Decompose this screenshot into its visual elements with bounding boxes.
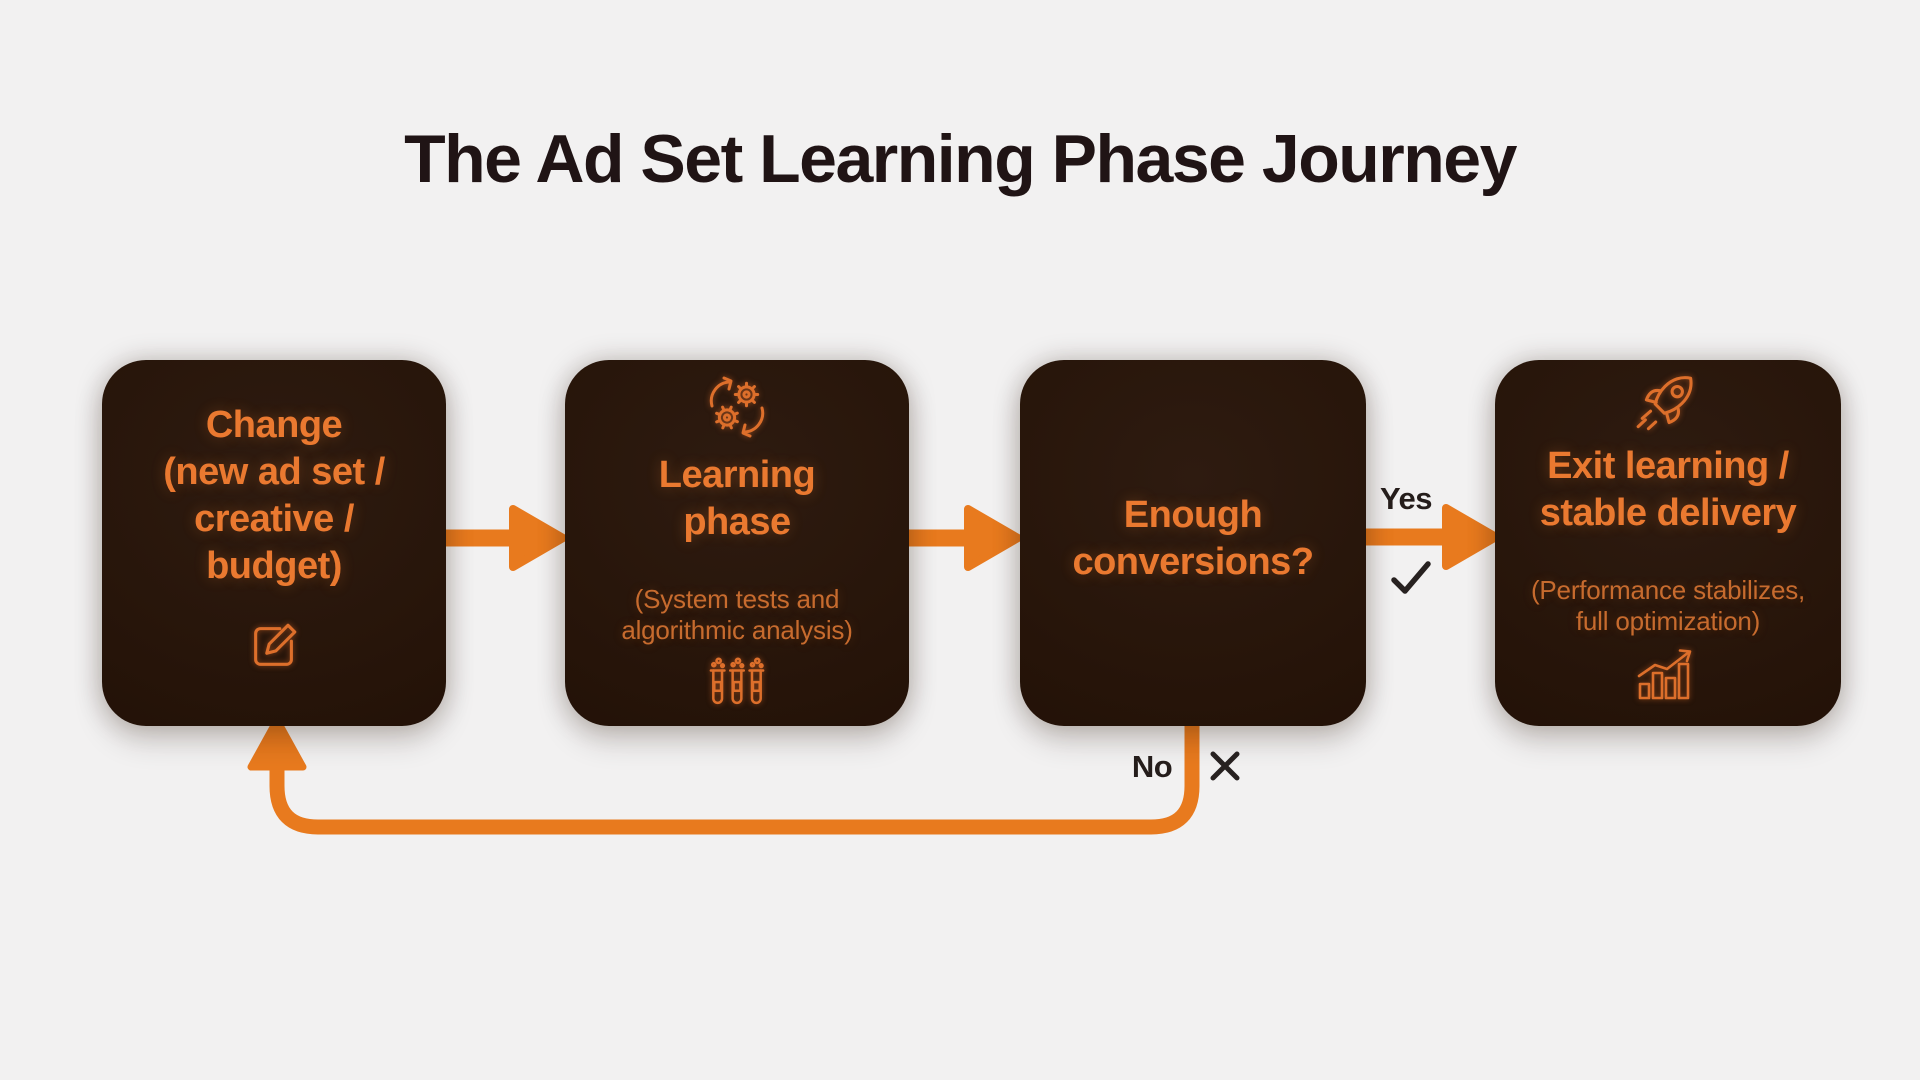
- x-icon: [1210, 751, 1240, 781]
- rocket-icon: [1636, 376, 1693, 431]
- title-line: Change: [205, 404, 343, 446]
- page-title: The Ad Set Learning Phase Journey: [404, 121, 1517, 197]
- arrow-change-to-learning: [445, 505, 567, 571]
- title-line: Learning: [658, 454, 816, 496]
- title-line: Enough: [1123, 493, 1263, 536]
- node-decision-title: Enough conversions?: [1072, 492, 1314, 586]
- subtitle-line: algorithmic analysis): [621, 614, 853, 645]
- title-line: phase: [683, 501, 791, 544]
- node-learning-subtitle: (System tests and algorithmic analysis): [621, 584, 853, 645]
- gears-sync-icon: [709, 376, 765, 438]
- subtitle-line: (System tests and: [634, 584, 840, 615]
- node-change-box: Change (new ad set / creative / budget): [102, 360, 446, 726]
- no-label: No: [1131, 749, 1173, 784]
- edit-icon: [254, 624, 297, 667]
- node-exit-box: Exit learning / stable delivery (Perform…: [1495, 360, 1841, 726]
- node-learning-box: Learning phase (System tests and algorit…: [565, 360, 909, 726]
- loop-arrow-no: [247, 716, 1200, 835]
- arrow-decision-to-exit: [1366, 504, 1500, 570]
- title-line: creative /: [194, 498, 354, 541]
- node-exit-subtitle: (Performance stabilizes, full optimizati…: [1531, 575, 1805, 636]
- subtitle-line: (Performance stabilizes,: [1530, 575, 1806, 606]
- subtitle-line: full optimization): [1575, 605, 1761, 636]
- title-line: budget): [206, 545, 342, 588]
- node-decision-box: Enough conversions?: [1020, 360, 1366, 726]
- title-line: stable delivery: [1539, 492, 1797, 535]
- node-change-title: Change (new ad set / creative / budget): [163, 402, 385, 590]
- yes-label: Yes: [1380, 481, 1432, 516]
- title-line: (new ad set /: [163, 451, 385, 494]
- title-line: conversions?: [1072, 541, 1314, 583]
- node-exit-title: Exit learning / stable delivery: [1540, 443, 1797, 537]
- arrow-learning-to-decision: [908, 505, 1022, 571]
- test-tubes-icon: [709, 657, 765, 704]
- check-icon: [1391, 561, 1431, 594]
- node-learning-title: Learning phase: [658, 452, 816, 546]
- title-line: Exit learning /: [1547, 445, 1789, 487]
- growth-chart-icon: [1637, 648, 1692, 699]
